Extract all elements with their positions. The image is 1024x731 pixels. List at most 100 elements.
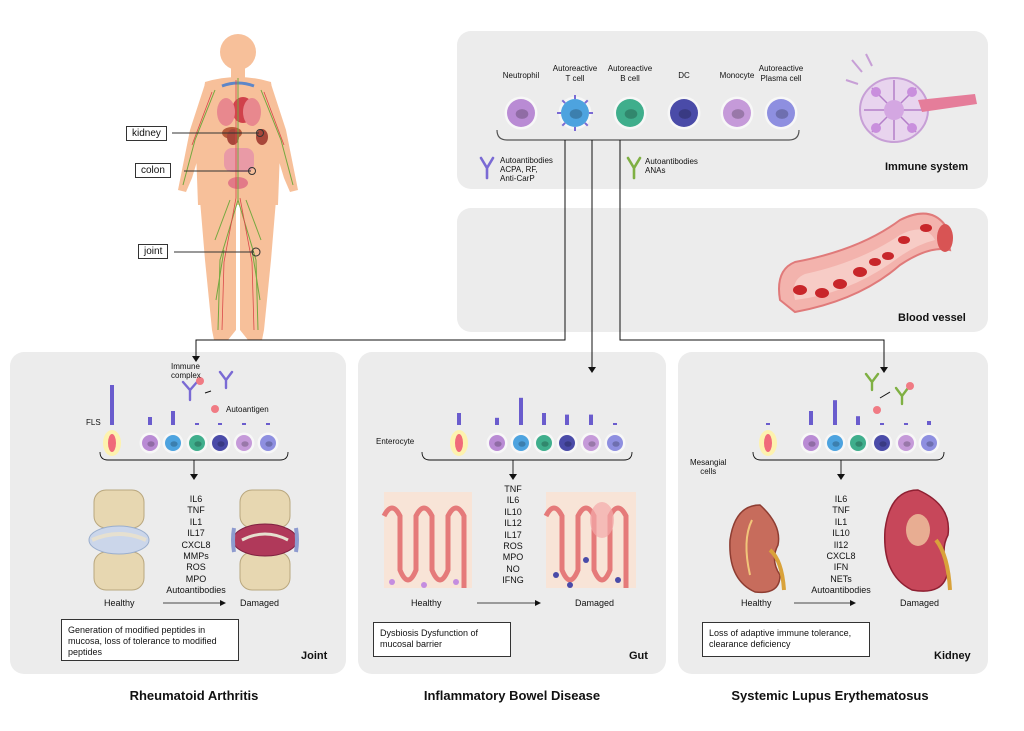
panel2-cell-4-icon <box>559 435 575 451</box>
panel3-bar-6 <box>904 423 908 425</box>
kidney-healthy-image <box>729 504 786 594</box>
immune-cell-3-icon-nucleus <box>624 109 638 119</box>
t-cell-receptor-5 <box>561 99 566 104</box>
panel2-cell-2-icon <box>513 435 529 451</box>
antibody-purple-icon <box>479 156 495 180</box>
panel2-bar-2 <box>495 417 499 425</box>
panel1-bar-2 <box>148 417 152 425</box>
panel1-bar-1 <box>110 385 114 425</box>
mesangial-label: Mesangial cells <box>690 458 727 477</box>
immune-cell-5-icon-nucleus <box>731 109 745 119</box>
immune-cell-1-label: Neutrophil <box>502 71 540 80</box>
joint-healthy-image <box>88 489 150 591</box>
sle-note: Loss of adaptive immune tolerance, clear… <box>702 622 870 657</box>
panel1-bar-7 <box>266 423 270 425</box>
ra-damaged-label: Damaged <box>240 598 280 608</box>
panel3-bar-5 <box>880 423 884 425</box>
immune-cell-4-icon <box>670 99 698 127</box>
panel3-cell-5-icon-nucleus <box>903 441 911 447</box>
autoantigen-label: Autoantigen <box>226 405 269 414</box>
panel3-bar-4 <box>856 416 860 425</box>
panel1-bar-6 <box>242 423 246 425</box>
panel2-bar-5 <box>565 414 569 425</box>
panel3-cell-3-icon-nucleus <box>855 441 863 447</box>
gut-damaged-image <box>543 492 636 588</box>
panel-ra <box>10 352 346 674</box>
panel3-bar-1 <box>766 423 770 425</box>
immune-cell-2-label: Autoreactive T cell <box>552 64 598 83</box>
panel2-resident-cell-icon <box>455 434 463 452</box>
panel1-cell-6-icon-nucleus <box>265 441 273 447</box>
panel1-cell-6-icon <box>260 435 276 451</box>
ibd-damaged-label: Damaged <box>575 598 615 608</box>
immune-complex-label: Immune complex <box>171 362 201 381</box>
immune-cell-5-icon <box>723 99 751 127</box>
panel3-cell-3-icon <box>850 435 866 451</box>
panel3-cell-4-icon-nucleus <box>879 441 887 447</box>
panel3-cell-1-icon-nucleus <box>808 441 816 447</box>
immune-system-title: Immune system <box>885 161 969 173</box>
panel2-bar-1 <box>457 413 461 425</box>
panel-ibd <box>358 352 666 674</box>
panel1-cell-5-icon-nucleus <box>241 441 249 447</box>
panel2-bar-6 <box>589 414 593 425</box>
ibd-organ-title: Gut <box>629 650 648 662</box>
panel3-cell-2-icon <box>827 435 843 451</box>
sle-healthy-label: Healthy <box>741 598 772 608</box>
panel1-cell-4-icon <box>212 435 228 451</box>
immune-cell-5-label: Monocyte <box>719 71 755 80</box>
panel2-cell-5-icon-nucleus <box>588 441 596 447</box>
panel1-resident-cell-icon <box>108 434 116 452</box>
immune-cell-6-icon <box>767 99 795 127</box>
panel2-cell-1-icon <box>489 435 505 451</box>
antibody-green-icon <box>626 156 642 180</box>
ra-organ-title: Joint <box>301 650 328 662</box>
panel3-bar-3 <box>833 400 837 425</box>
immune-cell-3-icon <box>616 99 644 127</box>
panel2-cell-3-icon <box>536 435 552 451</box>
immune-cell-3-label: Autoreactive B cell <box>607 64 653 83</box>
blood-vessel-icon <box>778 212 953 314</box>
immune-cell-6-icon-nucleus <box>775 109 789 119</box>
joint-damaged-image <box>231 489 299 591</box>
panel3-bar-7 <box>927 421 931 425</box>
panel3-cell-5-icon <box>898 435 914 451</box>
ra-note: Generation of modified peptides in mucos… <box>61 619 239 661</box>
immune-cell-2-icon-nucleus <box>569 109 583 119</box>
panel1-cell-3-icon <box>189 435 205 451</box>
joint-label: joint <box>138 244 169 259</box>
blood-vessel-title: Blood vessel <box>898 312 966 324</box>
t-cell-receptor-1 <box>584 122 589 127</box>
immune-cell-4-icon-nucleus <box>678 109 692 119</box>
panel1-bar-3 <box>171 411 175 425</box>
panel3-cell-6-icon-nucleus <box>926 441 934 447</box>
immune-cell-4-label: DC <box>678 71 690 80</box>
panel2-bar-3 <box>519 397 523 425</box>
panel2-cell-1-icon-nucleus <box>494 441 502 447</box>
panel1-bar-5 <box>218 423 222 425</box>
immune-cell-1-icon <box>507 99 535 127</box>
panel2-cell-3-icon-nucleus <box>541 441 549 447</box>
ra-disease-title: Rheumatoid Arthritis <box>129 688 259 703</box>
panel1-cell-4-icon-nucleus <box>217 441 225 447</box>
panel-sle <box>678 352 988 674</box>
panel3-cell-2-icon-nucleus <box>832 441 840 447</box>
ibd-note: Dysbiosis Dysfunction of mucosal barrier <box>373 622 511 657</box>
antibodies-right-label: Autoantibodies ANAs <box>645 157 698 176</box>
panel1-cell-2-icon-nucleus <box>170 441 178 447</box>
panel1-cell-1-icon-nucleus <box>147 441 155 447</box>
panel2-bar-7 <box>613 423 617 425</box>
panel2-cell-6-icon-nucleus <box>612 441 620 447</box>
panel2-cell-5-icon <box>583 435 599 451</box>
enterocyte-label: Enterocyte <box>376 437 415 446</box>
panel3-resident-cell-icon <box>764 434 772 452</box>
sle-organ-title: Kidney <box>934 650 971 662</box>
panel2-cell-6-icon <box>607 435 623 451</box>
lymph-node-icon <box>845 53 977 143</box>
panel3-cell-6-icon <box>921 435 937 451</box>
t-cell-receptor-3 <box>561 122 566 127</box>
panel3-cell-1-icon <box>803 435 819 451</box>
